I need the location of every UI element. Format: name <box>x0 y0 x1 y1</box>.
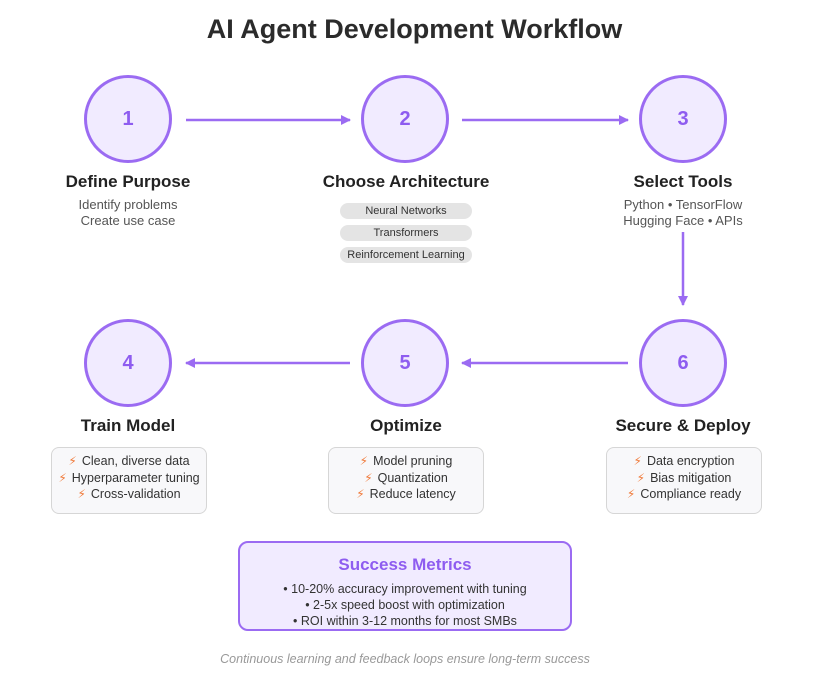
detail-item: ⚡Hyperparameter tuning <box>58 470 200 485</box>
step-3-circle: 3 <box>639 75 727 163</box>
lightning-bolt-icon: ⚡ <box>356 487 365 501</box>
step-5-details-box: ⚡Model pruning ⚡Quantization ⚡Reduce lat… <box>328 447 484 514</box>
lightning-bolt-icon: ⚡ <box>68 454 77 468</box>
detail-item: ⚡Quantization <box>364 470 448 485</box>
step-2-circle: 2 <box>361 75 449 163</box>
step-6-circle: 6 <box>639 319 727 407</box>
footer-note: Continuous learning and feedback loops e… <box>220 652 590 666</box>
step-4-details-box: ⚡Clean, diverse data ⚡Hyperparameter tun… <box>51 447 207 514</box>
metric-item: • 2-5x speed boost with optimization <box>305 598 505 612</box>
step-6-title: Secure & Deploy <box>615 416 751 435</box>
lightning-bolt-icon: ⚡ <box>364 470 373 485</box>
step-4-circle: 4 <box>84 319 172 407</box>
metric-item: • 10-20% accuracy improvement with tunin… <box>283 582 527 596</box>
step-1-title: Define Purpose <box>65 172 191 191</box>
success-metrics-title: Success Metrics <box>338 555 472 574</box>
step-5-title: Optimize <box>370 416 442 435</box>
detail-item: ⚡Cross-validation <box>77 487 181 501</box>
step-2-title: Choose Architecture <box>322 172 490 191</box>
success-metrics-box: Success Metrics • 10-20% accuracy improv… <box>238 541 572 631</box>
lightning-bolt-icon: ⚡ <box>633 454 642 468</box>
lightning-bolt-icon: ⚡ <box>58 470 67 485</box>
step-1-line-1: Identify problems <box>78 197 178 212</box>
step-4-title: Train Model <box>80 416 176 435</box>
step-3-title: Select Tools <box>633 172 733 191</box>
step-5-circle: 5 <box>361 319 449 407</box>
step-6-details-box: ⚡Data encryption ⚡Bias mitigation ⚡Compl… <box>606 447 762 514</box>
detail-item: ⚡Reduce latency <box>356 487 456 501</box>
lightning-bolt-icon: ⚡ <box>359 454 369 468</box>
diagram-title: AI Agent Development Workflow <box>206 14 623 44</box>
lightning-bolt-icon: ⚡ <box>626 487 636 501</box>
architecture-pill: Transformers <box>340 225 472 241</box>
detail-item: ⚡Clean, diverse data <box>68 454 190 468</box>
detail-item: ⚡Bias mitigation <box>636 470 732 485</box>
detail-item: ⚡Data encryption <box>633 454 735 468</box>
architecture-pill: Reinforcement Learning <box>340 247 472 263</box>
detail-item: ⚡Compliance ready <box>626 487 742 501</box>
step-3-line-1: Python • TensorFlow <box>623 197 743 212</box>
step-1-circle: 1 <box>84 75 172 163</box>
step-1-line-2: Create use case <box>80 213 176 228</box>
step-3-line-2: Hugging Face • APIs <box>623 213 743 228</box>
lightning-bolt-icon: ⚡ <box>636 470 646 485</box>
metric-item: • ROI within 3-12 months for most SMBs <box>293 614 517 628</box>
detail-item: ⚡Model pruning <box>359 454 453 468</box>
architecture-pill: Neural Networks <box>340 203 472 219</box>
lightning-bolt-icon: ⚡ <box>77 487 86 501</box>
